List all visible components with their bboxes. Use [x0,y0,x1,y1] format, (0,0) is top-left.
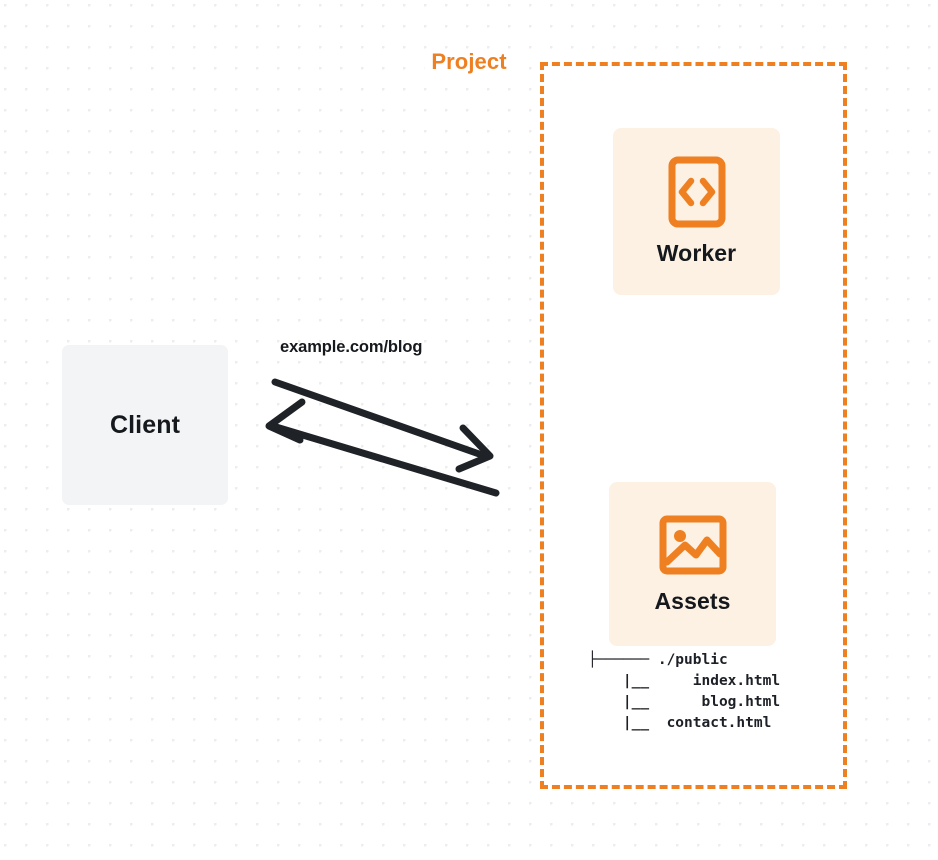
client-project-connector [265,378,500,497]
assets-node[interactable]: Assets [609,482,776,646]
project-title: Project [424,49,514,75]
assets-label: Assets [654,587,731,614]
worker-node[interactable]: Worker [613,128,780,295]
client-label: Client [109,410,181,439]
client-node: Client [62,345,228,505]
code-document-icon [668,156,725,228]
request-arrow [271,378,494,473]
response-arrow [265,398,500,497]
image-icon [659,515,726,574]
connector-url-label: example.com/blog [280,338,423,356]
assets-file-tree: ├────── ./public |__ index.html |__ blog… [588,652,781,731]
worker-label: Worker [656,240,737,266]
